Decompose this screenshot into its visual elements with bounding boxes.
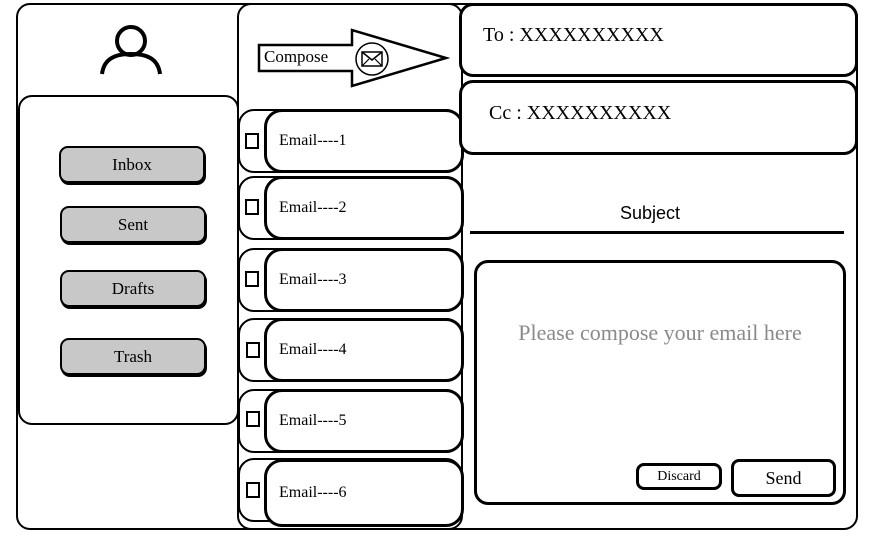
nav-inbox-button[interactable]: Inbox — [59, 146, 205, 183]
email-subject-3: Email----3 — [279, 271, 347, 288]
email-subject-2: Email----2 — [279, 199, 347, 216]
folder-nav-panel — [18, 95, 239, 425]
send-button-label: Send — [765, 467, 802, 488]
compose-arrow-shape — [257, 28, 450, 88]
cc-field-label: Cc : XXXXXXXXXX — [489, 102, 672, 124]
compose-button[interactable]: Compose — [256, 28, 450, 90]
email-subject-5: Email----5 — [279, 412, 347, 429]
email-item-4[interactable]: Email----4 — [264, 318, 464, 382]
email-checkbox-1[interactable] — [245, 133, 259, 149]
email-item-6[interactable]: Email----6 — [264, 459, 464, 527]
email-subject-6: Email----6 — [279, 484, 347, 501]
email-checkbox-3[interactable] — [245, 271, 259, 287]
discard-button[interactable]: Discard — [636, 463, 722, 490]
email-checkbox-6[interactable] — [246, 482, 260, 498]
email-checkbox-4[interactable] — [246, 342, 260, 358]
email-body-placeholder: Please compose your email here — [518, 320, 802, 345]
compose-label: Compose — [264, 47, 329, 66]
nav-trash-button[interactable]: Trash — [60, 338, 206, 375]
discard-button-label: Discard — [657, 468, 701, 484]
nav-drafts-button[interactable]: Drafts — [60, 270, 206, 307]
to-field-label: To : XXXXXXXXXX — [483, 23, 664, 46]
mail-icon — [355, 42, 389, 76]
nav-sent-label: Sent — [117, 214, 149, 234]
email-item-1[interactable]: Email----1 — [264, 109, 464, 173]
email-item-3[interactable]: Email----3 — [264, 248, 464, 312]
send-button[interactable]: Send — [731, 459, 836, 497]
email-checkbox-5[interactable] — [246, 411, 260, 427]
nav-sent-button[interactable]: Sent — [60, 206, 206, 243]
to-field[interactable]: To : XXXXXXXXXX — [459, 3, 858, 77]
email-checkbox-2[interactable] — [245, 199, 259, 215]
cc-field[interactable]: Cc : XXXXXXXXXX — [459, 80, 858, 155]
email-subject-1: Email----1 — [279, 132, 347, 149]
nav-drafts-label: Drafts — [111, 278, 155, 298]
email-item-5[interactable]: Email----5 — [264, 389, 464, 453]
email-subject-4: Email----4 — [279, 341, 347, 358]
email-item-2[interactable]: Email----2 — [264, 176, 464, 240]
subject-field[interactable]: Subject — [619, 203, 681, 223]
subject-underline — [470, 231, 844, 234]
nav-trash-label: Trash — [113, 346, 153, 366]
nav-inbox-label: Inbox — [112, 154, 152, 174]
user-icon[interactable] — [98, 20, 168, 76]
